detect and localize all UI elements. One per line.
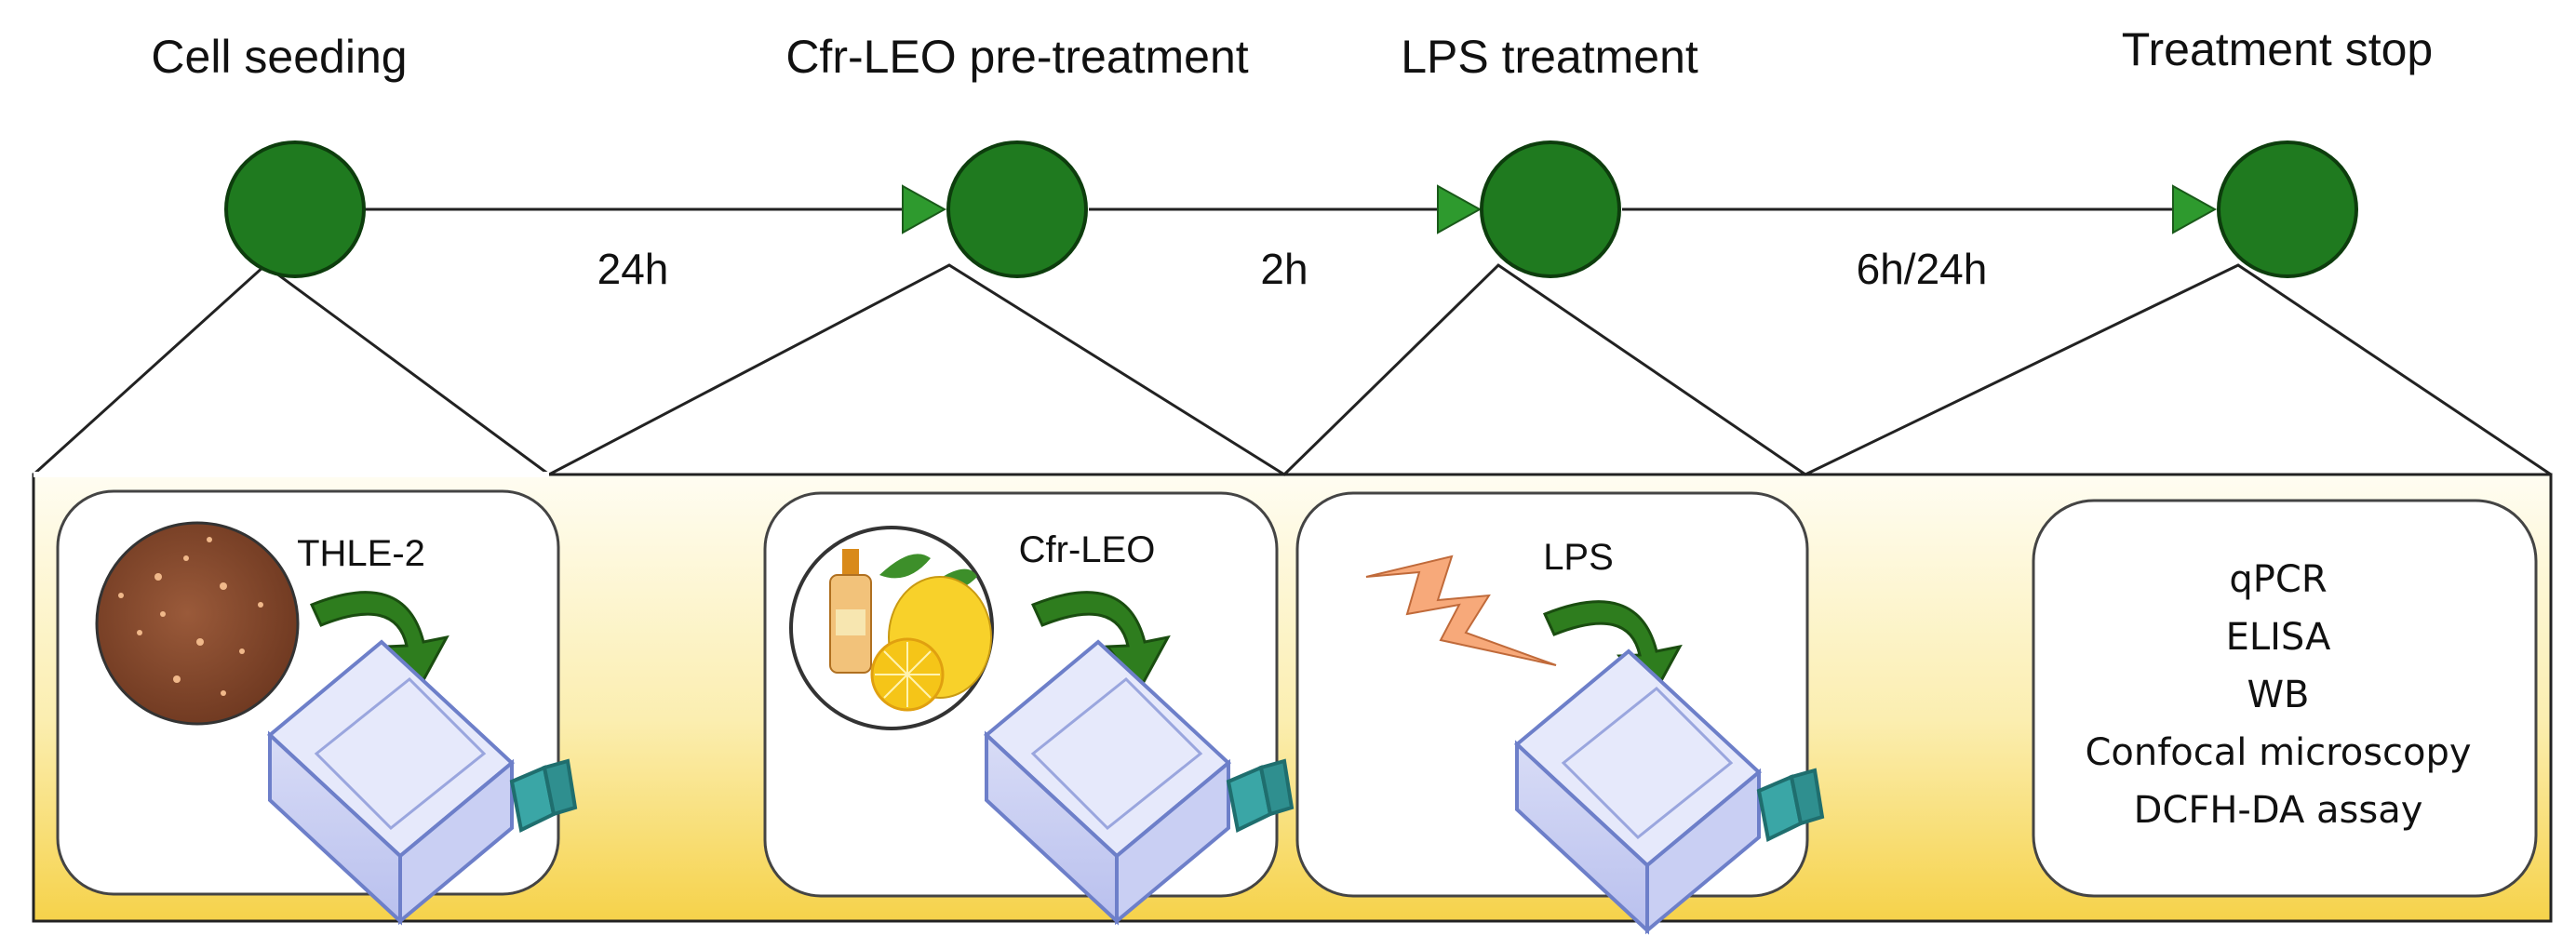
- analysis-item: DCFH-DA assay: [2134, 789, 2423, 832]
- petri-dish-icon: [95, 521, 300, 726]
- analysis-item: qPCR: [2229, 558, 2327, 601]
- timeline-node-pretreatment: [946, 140, 1088, 278]
- arrowhead-icon: [2172, 184, 2218, 234]
- timeline-node-lps: [1480, 140, 1621, 278]
- box-analyses: qPCR ELISA WB Confocal microscopy DCFH-D…: [2032, 499, 2538, 898]
- step-title-lps: LPS treatment: [1401, 31, 1698, 83]
- step-title-pretreatment: Cfr-LEO pre-treatment: [785, 31, 1248, 83]
- zigzag-connector: [32, 263, 2552, 476]
- analysis-item: Confocal microscopy: [2085, 731, 2471, 774]
- lps-label: LPS: [1543, 537, 1614, 578]
- box-cfr-leo: Cfr-LEO: [763, 491, 1294, 923]
- timeline-node-stop: [2217, 140, 2358, 278]
- arrowhead-icon: [1437, 184, 1483, 234]
- timeline-node-cell-seeding: [224, 140, 366, 278]
- interval-label-1: 24h: [597, 245, 669, 293]
- analysis-item: ELISA: [2226, 616, 2331, 659]
- cell-line-label: THLE-2: [297, 533, 425, 574]
- interval-label-3: 6h/24h: [1857, 245, 1988, 293]
- lightning-icon: [1365, 555, 1557, 666]
- box-cell-seeding: THLE-2: [56, 489, 577, 923]
- analysis-item: WB: [2247, 674, 2310, 716]
- arrowhead-icon: [902, 184, 947, 234]
- step-title-cell-seeding: Cell seeding: [151, 31, 407, 83]
- oil-bottle-icon: [829, 549, 872, 674]
- interval-label-2: 2h: [1260, 245, 1308, 293]
- box-lps: LPS: [1295, 491, 1824, 932]
- oil-label: Cfr-LEO: [1019, 529, 1156, 570]
- step-title-stop: Treatment stop: [2122, 23, 2433, 75]
